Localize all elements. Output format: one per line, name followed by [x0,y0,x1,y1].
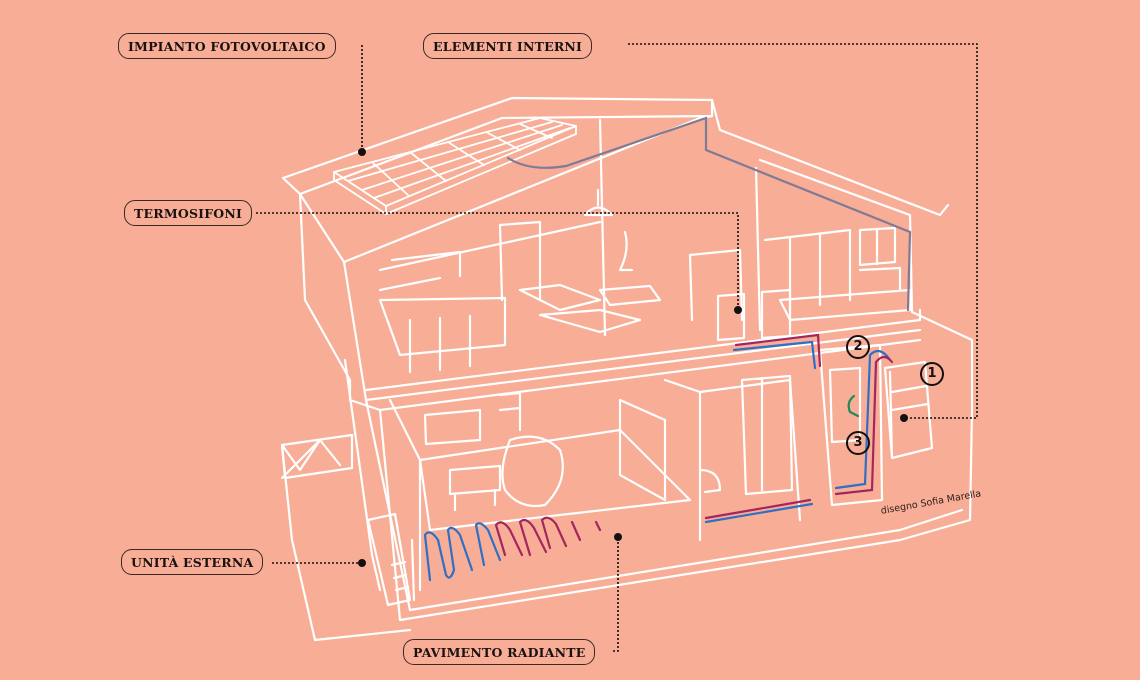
dot-pavimento [614,533,622,541]
floor-pipe-hot [494,516,602,557]
marker-2: 2 [846,335,870,359]
dot-termosifoni [734,306,742,314]
pipe-green [847,394,860,418]
marker-1: 1 [920,362,944,386]
solar-pipe [506,116,912,312]
leader-elementi [628,43,978,419]
dot-fotovoltaico [358,148,366,156]
label-termosifoni: TERMOSIFONI [124,200,253,226]
dot-unita [358,559,366,567]
corridor-pipe-cold [704,502,814,524]
floor-pipe-cold [423,522,502,582]
marker-3: 3 [846,431,870,455]
leader-termosifoni [256,212,739,310]
label-elementi-interni: ELEMENTI INTERNI [423,33,593,59]
ground-floor [348,338,974,622]
label-pavimento-radiante: PAVIMENTO RADIANTE [403,639,596,665]
supply-pipe-hot [834,355,894,496]
balcony [280,358,412,642]
label-impianto-fotovoltaico: IMPIANTO FOTOVOLTAICO [118,33,336,59]
supply-pipe-cold [834,349,892,490]
roof [281,96,950,264]
radiator-pipe-hot [734,333,822,368]
dot-elementi [900,414,908,422]
solar-panel [333,117,577,215]
leader-pavimento [612,538,619,652]
corridor-pipe [704,498,812,520]
upper-floor [298,118,974,412]
radiator-pipe-cold [732,340,817,370]
label-unita-esterna: UNITÀ ESTERNA [121,549,264,575]
